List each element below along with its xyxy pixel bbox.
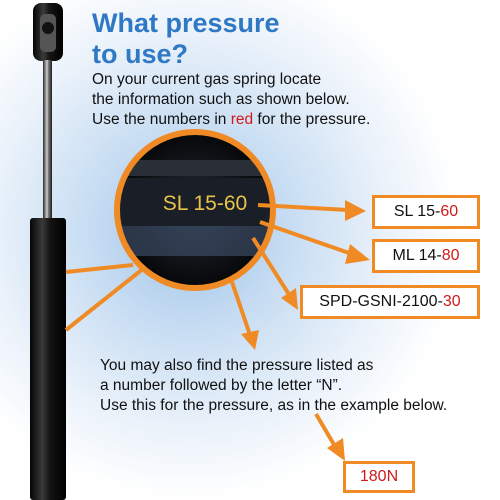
example-box-ml: ML 14-80	[372, 239, 480, 273]
example-box-sl: SL 15-60	[372, 195, 480, 229]
arrows	[230, 203, 353, 450]
example-prefix: SPD-GSNI-2100-	[319, 293, 443, 310]
magnifier-lens	[114, 129, 276, 291]
end-fitting	[33, 3, 63, 61]
intro-line-2: the information such as shown below.	[92, 91, 350, 108]
intro-line-3-start: Use the numbers in	[92, 111, 231, 128]
intro-line-3: Use the numbers in red for the pressure.	[92, 110, 492, 130]
newton-example-box: 180N	[343, 461, 415, 493]
spring-cylinder	[30, 218, 66, 500]
example-pressure: 80	[441, 247, 460, 264]
example-box-spd: SPD-GSNI-2100-30	[300, 285, 480, 319]
example-pressure: 30	[442, 293, 461, 310]
arrowheads	[241, 200, 370, 461]
intro-line-1: On your current gas spring locate	[92, 71, 322, 88]
note-line-2: a number followed by the letter “N”.	[100, 377, 343, 394]
note-line-1: You may also find the pressure listed as	[100, 357, 374, 374]
red-word: red	[230, 111, 254, 128]
newton-note: You may also find the pressure listed as…	[100, 356, 490, 416]
lens-callout-line	[65, 263, 134, 274]
title-line-2: to use?	[92, 39, 189, 69]
newton-example-value: 180N	[359, 468, 399, 485]
title-line-1: What pressure	[92, 8, 280, 38]
intro-line-3-end: for the pressure.	[253, 111, 371, 128]
example-prefix: SL 15-	[393, 203, 441, 220]
example-pressure: 60	[440, 203, 459, 220]
piston-rod	[43, 60, 52, 220]
note-line-3: Use this for the pressure, as in the exa…	[100, 397, 448, 414]
intro-text: On your current gas spring locate the in…	[92, 70, 492, 130]
lens-label-text: SL 15-60	[162, 192, 248, 215]
lens-callout-line	[64, 266, 146, 332]
page-title: What pressure to use?	[92, 8, 412, 70]
example-prefix: ML 14-	[392, 247, 442, 264]
